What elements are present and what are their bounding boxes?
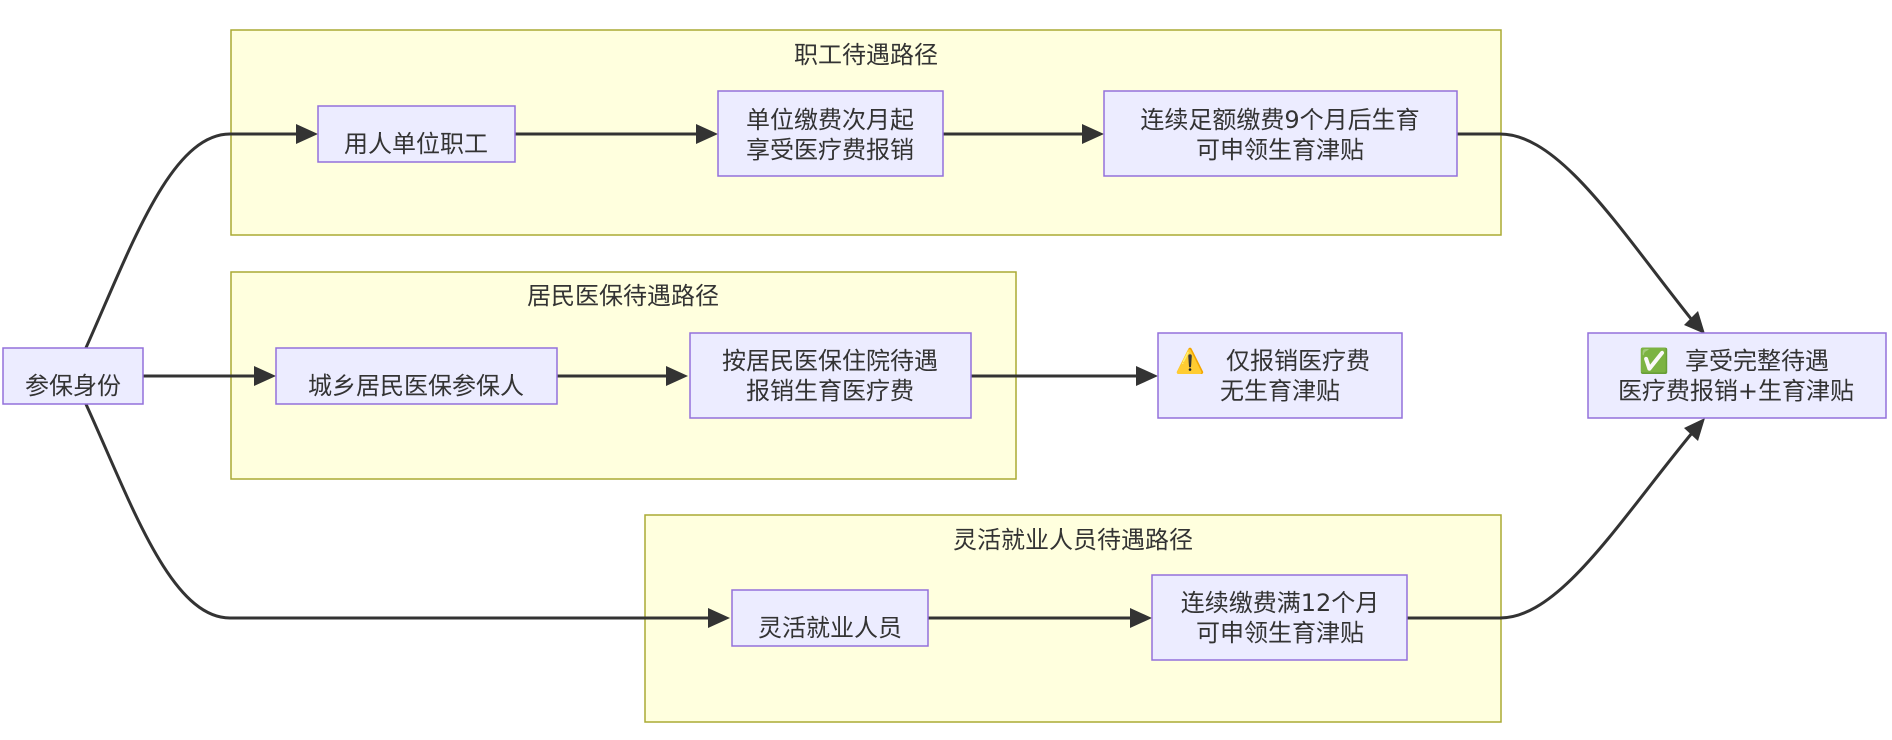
node-resident-hospital[interactable]: 按居民医保住院待遇 报销生育医疗费 (689, 332, 972, 419)
node-flexible-maternity-line2: 可申领生育津贴 (1196, 619, 1364, 647)
node-employee[interactable]: 用人单位职工 (317, 105, 516, 163)
edge-start-to-employee (83, 132, 310, 351)
node-start-box (2, 347, 144, 405)
edge-flexible-to-final (1407, 432, 1694, 620)
node-final-line1: 享受完整待遇 (1685, 347, 1829, 375)
arrowhead-flexible-maternity (1130, 608, 1152, 628)
node-employee-label: 用人单位职工 (344, 130, 488, 158)
node-start-label: 参保身份 (25, 372, 121, 400)
node-resident-hospital-line2: 报销生育医疗费 (746, 377, 914, 405)
node-resident[interactable]: 城乡居民医保参保人 (275, 347, 558, 405)
node-final[interactable]: ✅ 享受完整待遇 医疗费报销+生育津贴 (1587, 332, 1887, 419)
node-final-box (1587, 332, 1887, 419)
arrowhead-resident (254, 366, 276, 386)
node-resident-hospital-box (689, 332, 972, 419)
warning-icon: ⚠️ (1175, 347, 1205, 375)
node-employee-medical-line2: 享受医疗费报销 (746, 136, 914, 164)
node-employee-medical-line1: 单位缴费次月起 (746, 106, 914, 134)
arrowhead-employee-medical (696, 124, 718, 144)
arrowhead-resident-result (1136, 366, 1158, 386)
arrowhead-employee-maternity (1082, 124, 1104, 144)
node-resident-result-box (1157, 332, 1403, 419)
node-employee-maternity-box (1103, 90, 1458, 177)
edges (83, 124, 1705, 628)
cluster-employee-title: 职工待遇路径 (794, 41, 938, 69)
node-start[interactable]: 参保身份 (2, 347, 144, 405)
node-final-line2: 医疗费报销+生育津贴 (1618, 377, 1854, 405)
arrowhead-resident-hospital (666, 366, 688, 386)
arrowhead-final-top (1684, 311, 1705, 334)
node-resident-result[interactable]: ⚠️ 仅报销医疗费 无生育津贴 (1157, 332, 1403, 419)
edge-maternity-to-final (1457, 132, 1694, 321)
node-resident-label: 城乡居民医保参保人 (308, 372, 524, 400)
node-resident-box (275, 347, 558, 405)
node-resident-hospital-line1: 按居民医保住院待遇 (722, 347, 938, 375)
cluster-flexible-title: 灵活就业人员待遇路径 (953, 526, 1193, 554)
node-flexible-box (731, 589, 929, 647)
node-employee-maternity-line1: 连续足额缴费9个月后生育 (1140, 106, 1419, 134)
node-employee-box (317, 105, 516, 163)
node-flexible-label: 灵活就业人员 (758, 614, 902, 642)
node-employee-maternity-line2: 可申领生育津贴 (1196, 136, 1364, 164)
node-flexible-maternity[interactable]: 连续缴费满12个月 可申领生育津贴 (1151, 574, 1408, 661)
node-flexible-maternity-line1: 连续缴费满12个月 (1181, 589, 1380, 617)
cluster-resident-title: 居民医保待遇路径 (527, 282, 719, 310)
node-employee-maternity[interactable]: 连续足额缴费9个月后生育 可申领生育津贴 (1103, 90, 1458, 177)
node-resident-result-line2: 无生育津贴 (1220, 377, 1340, 405)
node-flexible-maternity-box (1151, 574, 1408, 661)
arrowhead-flexible (708, 608, 730, 628)
arrowhead-final-bottom (1684, 418, 1705, 441)
check-icon: ✅ (1639, 347, 1669, 375)
node-resident-result-line1: 仅报销医疗费 (1226, 347, 1370, 375)
node-flexible[interactable]: 灵活就业人员 (731, 589, 929, 647)
node-employee-medical-box (717, 90, 944, 177)
edge-start-to-flexible (83, 401, 722, 620)
arrowhead-employee (296, 124, 318, 144)
node-employee-medical[interactable]: 单位缴费次月起 享受医疗费报销 (717, 90, 944, 177)
